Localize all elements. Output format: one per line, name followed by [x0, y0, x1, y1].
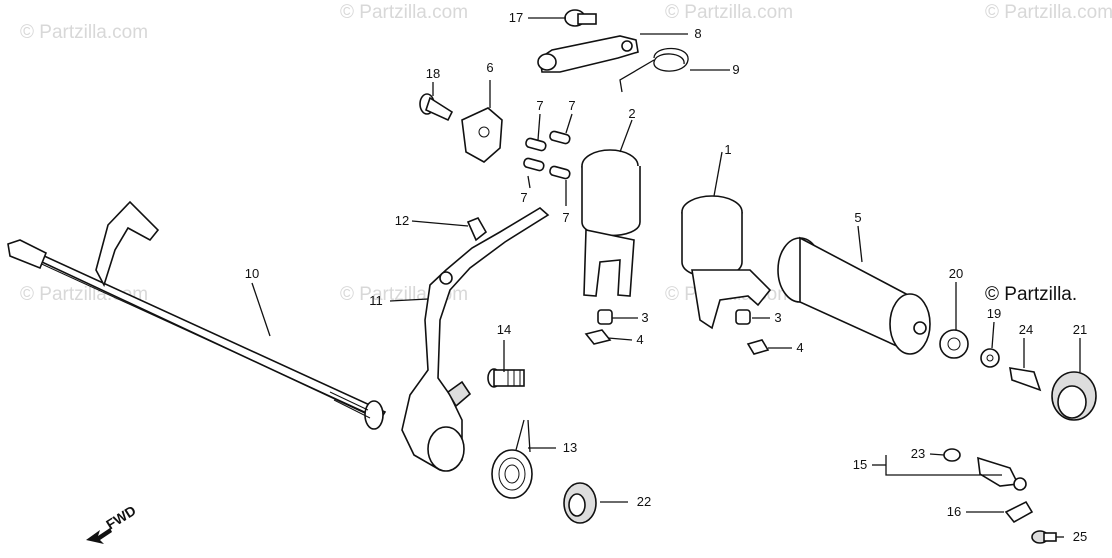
callout-18[interactable]: 18	[426, 66, 440, 81]
callout-23[interactable]: 23	[911, 446, 925, 461]
part-24-bolt[interactable]	[1009, 367, 1042, 392]
part-2-shift-fork[interactable]	[581, 149, 641, 297]
part-13-return-spring[interactable]	[491, 419, 533, 499]
part-1-shift-fork[interactable]	[681, 195, 772, 330]
callout-21[interactable]: 21	[1073, 322, 1087, 337]
callout-15[interactable]: 15	[853, 457, 867, 472]
part-6-plate[interactable]	[461, 107, 503, 163]
callout-16[interactable]: 16	[947, 504, 961, 519]
part-5-shift-drum[interactable]	[777, 236, 931, 355]
part-21-cap[interactable]	[1051, 371, 1097, 421]
part-16-clip[interactable]	[1004, 500, 1034, 524]
fwd-label: FWD	[103, 502, 139, 532]
callout-4[interactable]: 4	[796, 340, 803, 355]
callout-12[interactable]: 12	[395, 213, 409, 228]
callout-22[interactable]: 22	[637, 494, 651, 509]
part-23-o-ring[interactable]	[943, 448, 961, 462]
part-4-clip[interactable]	[746, 339, 770, 355]
callout-25[interactable]: 25	[1073, 529, 1087, 544]
part-4-clip[interactable]	[584, 329, 612, 345]
part-14-stopper-bolt[interactable]	[487, 368, 525, 388]
callout-4[interactable]: 4	[636, 332, 643, 347]
watermark: © Partzilla.com	[20, 22, 148, 43]
forward-direction-indicator: FWD	[86, 502, 139, 544]
callout-7[interactable]: 7	[562, 210, 569, 225]
callout-20[interactable]: 20	[949, 266, 963, 281]
brand-mark: © Partzilla.	[985, 284, 1077, 305]
callout-6[interactable]: 6	[486, 60, 493, 75]
part-11-shift-arm[interactable]	[401, 207, 550, 472]
part-20-cam[interactable]	[939, 329, 969, 359]
callout-13[interactable]: 13	[563, 440, 577, 455]
part-3-pin[interactable]	[735, 309, 751, 325]
arrow-icon	[86, 528, 112, 544]
part-19-washer[interactable]	[980, 348, 1000, 368]
part-8-stopper-arm[interactable]	[537, 35, 639, 73]
callout-5[interactable]: 5	[854, 210, 861, 225]
part-3-pin[interactable]	[597, 309, 613, 325]
part-17-bolt[interactable]	[564, 9, 597, 27]
part-25-screw[interactable]	[1031, 530, 1057, 544]
part-12-pin[interactable]	[466, 216, 488, 242]
part-7-pins[interactable]	[523, 130, 571, 180]
callout-numbers: 1 2 3 3 4 4 5 6 7 7 7 7 8 9 10 11 12 13 …	[245, 10, 1087, 544]
callout-1[interactable]: 1	[724, 142, 731, 157]
part-18-bolt[interactable]	[419, 93, 454, 122]
callout-7[interactable]: 7	[520, 190, 527, 205]
watermark: © Partzilla.com	[340, 2, 468, 23]
callout-2[interactable]: 2	[628, 106, 635, 121]
leader-lines	[251, 17, 1081, 538]
callout-24[interactable]: 24	[1019, 322, 1033, 337]
watermark: © Partzilla.com	[985, 2, 1112, 23]
part-22-oil-seal[interactable]	[563, 482, 597, 524]
callout-3[interactable]: 3	[774, 310, 781, 325]
callout-8[interactable]: 8	[694, 26, 701, 41]
part-9-spring[interactable]	[619, 47, 689, 93]
part-10-shift-shaft[interactable]	[7, 200, 387, 430]
callout-9[interactable]: 9	[732, 62, 739, 77]
callout-3[interactable]: 3	[641, 310, 648, 325]
callout-17[interactable]: 17	[509, 10, 523, 25]
watermark: © Partzilla.com	[665, 2, 793, 23]
callout-7[interactable]: 7	[568, 98, 575, 113]
callout-11[interactable]: 11	[369, 293, 383, 308]
callout-10[interactable]: 10	[245, 266, 259, 281]
callout-7[interactable]: 7	[536, 98, 543, 113]
part-15-switch[interactable]	[977, 456, 1027, 491]
callout-19[interactable]: 19	[987, 306, 1001, 321]
callout-14[interactable]: 14	[497, 322, 511, 337]
